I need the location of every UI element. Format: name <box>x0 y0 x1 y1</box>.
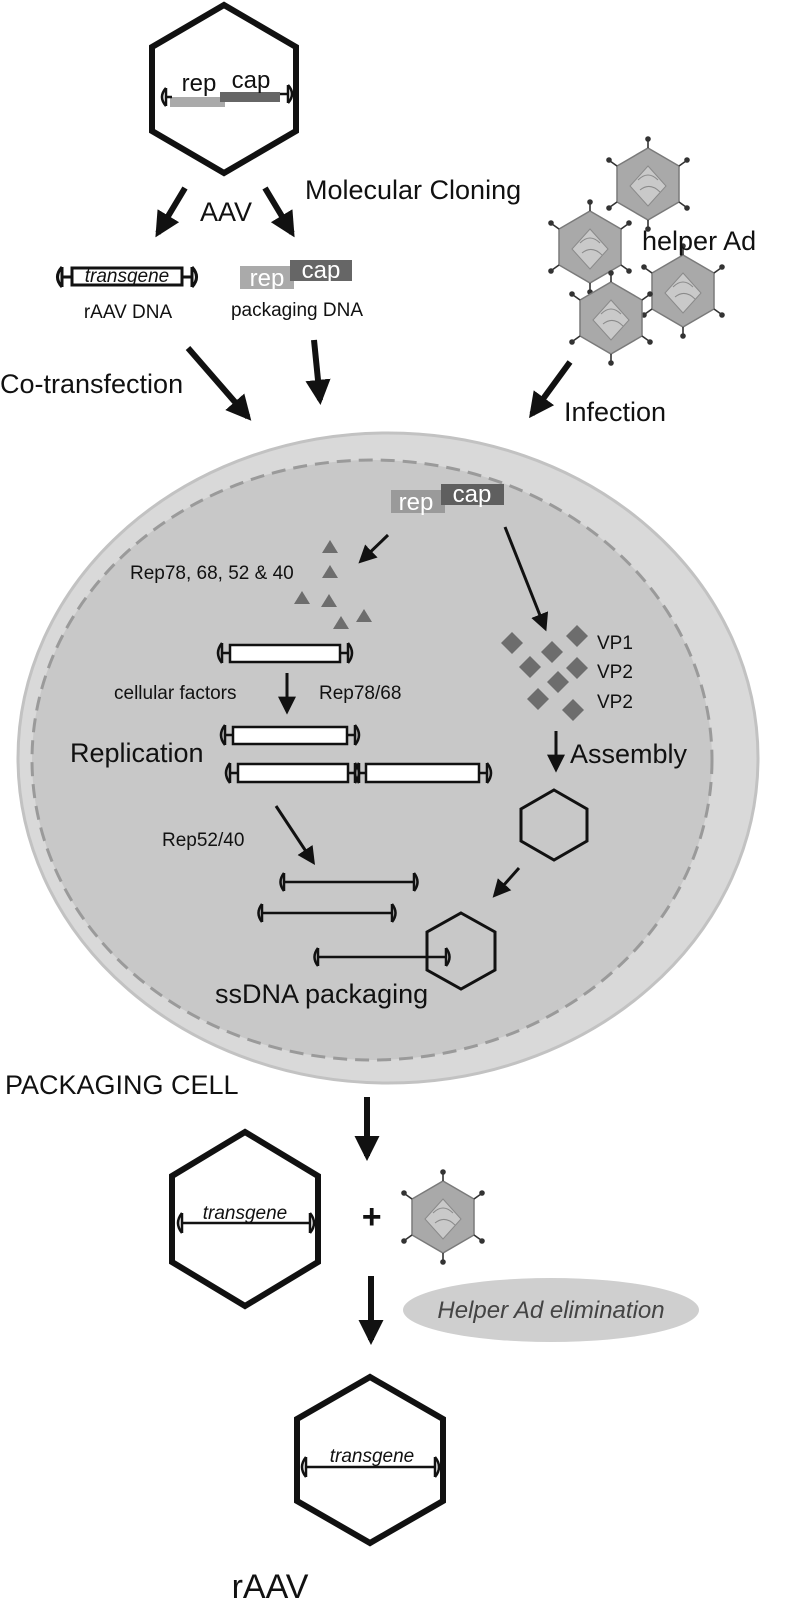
plus-sign: + <box>361 1198 381 1236</box>
cell-rep-cap-construct: rep cap <box>391 481 504 516</box>
final-raav-capsid: transgene <box>294 1373 446 1547</box>
rep-protein-icon <box>294 591 310 604</box>
assembly-label: Assembly <box>570 739 688 769</box>
arrow-strand-displacement <box>274 805 315 866</box>
rep52-40-label: Rep52/40 <box>162 830 244 851</box>
rep-proteins <box>294 540 372 629</box>
cell-rep-label: rep <box>399 489 434 516</box>
helper-ad-elimination-label: Helper Ad elimination <box>437 1297 664 1324</box>
ssdna-strand-packaging <box>313 947 451 967</box>
cellular-factors-label: cellular factors <box>114 683 237 704</box>
rep-protein-icon <box>322 565 338 578</box>
raav-dna-label: rAAV DNA <box>84 302 173 323</box>
packaging-dna-construct: rep cap <box>240 257 352 292</box>
arrow-cap-to-vp <box>503 526 549 632</box>
arrow-packaging-into-cell <box>305 339 331 406</box>
aav-rep-label: rep <box>182 70 217 97</box>
final-transgene-label: transgene <box>330 1446 415 1467</box>
arrow-to-packaging-dna <box>262 186 295 238</box>
itr-left <box>160 87 172 107</box>
arrow-capsid-to-packaging <box>492 867 521 898</box>
vp1-label: VP1 <box>597 633 633 654</box>
vp-protein-icon <box>527 688 549 710</box>
rep-gene-bar <box>170 97 225 107</box>
molecular-cloning-label: Molecular Cloning <box>305 175 521 205</box>
ssdna-strands <box>257 872 451 967</box>
packaging-dna-label: packaging DNA <box>231 300 363 321</box>
helper-ad-virion <box>640 242 726 340</box>
rep-protein-icon <box>322 540 338 553</box>
helper-ad-elimination-badge <box>403 1278 699 1342</box>
packaging-rep-label: rep <box>250 265 285 292</box>
empty-capsid <box>519 788 589 862</box>
rep-protein-icon <box>333 616 349 629</box>
raav-final-label: rAAV <box>232 1568 309 1606</box>
helper-ad-label: helper Ad <box>642 226 756 256</box>
mid-transgene-label: transgene <box>203 1203 288 1224</box>
rep-protein-icon <box>356 609 372 622</box>
ssdna-strand <box>257 903 397 923</box>
itr-right <box>280 84 294 104</box>
vp-protein-icon <box>541 641 563 663</box>
raav-with-helper-capsid: transgene <box>169 1128 321 1310</box>
replicated-dna-dimer <box>224 762 493 784</box>
vp2a-label: VP2 <box>597 662 633 683</box>
arrow-raav-into-cell <box>185 346 252 421</box>
aav-cap-label: cap <box>232 67 271 94</box>
raav-transgene-label: transgene <box>85 266 170 287</box>
raav-dna-construct: transgene <box>56 265 198 289</box>
rep-protein-icon <box>321 594 337 607</box>
helper-ad-virion <box>547 198 633 296</box>
ssdna-strand <box>279 872 419 892</box>
infection-label: Infection <box>564 397 666 427</box>
aav-capsid: rep cap <box>149 1 299 177</box>
replicated-dna-single <box>219 724 361 746</box>
vp-protein-icon <box>566 657 588 679</box>
packaging-cell <box>16 431 760 1085</box>
cap-gene-bar <box>220 92 280 102</box>
vp-protein-icon <box>547 671 569 693</box>
co-transfection-label: Co-transfection <box>0 369 183 399</box>
arrow-rep-to-proteins <box>358 533 390 564</box>
replication-label: Replication <box>70 738 204 768</box>
vp-protein-icon <box>519 656 541 678</box>
arrow-to-raav-dna <box>155 186 188 238</box>
vp2b-label: VP2 <box>597 692 633 713</box>
cell-cap-label: cap <box>453 481 492 508</box>
ssdna-packaging-label: ssDNA packaging <box>215 979 428 1009</box>
aav-label: AAV <box>200 197 252 227</box>
vp-proteins <box>501 625 588 721</box>
vp-protein-icon <box>566 625 588 647</box>
helper-ad-virion <box>605 135 691 233</box>
packaging-cap-label: cap <box>302 257 341 284</box>
rep-proteins-label: Rep78, 68, 52 & 40 <box>130 563 294 584</box>
rep-protein-target-dna <box>216 642 354 664</box>
helper-ad-virion <box>568 269 654 367</box>
nucleus <box>30 458 714 1062</box>
vp-protein-icon <box>562 699 584 721</box>
packaging-cell-label: PACKAGING CELL <box>5 1070 239 1100</box>
helper-ad-virion <box>400 1168 486 1266</box>
rep78-68-label: Rep78/68 <box>319 683 401 704</box>
vp-protein-icon <box>501 632 523 654</box>
packaging-capsid <box>425 911 497 991</box>
arrow-infection-into-cell <box>529 360 573 419</box>
